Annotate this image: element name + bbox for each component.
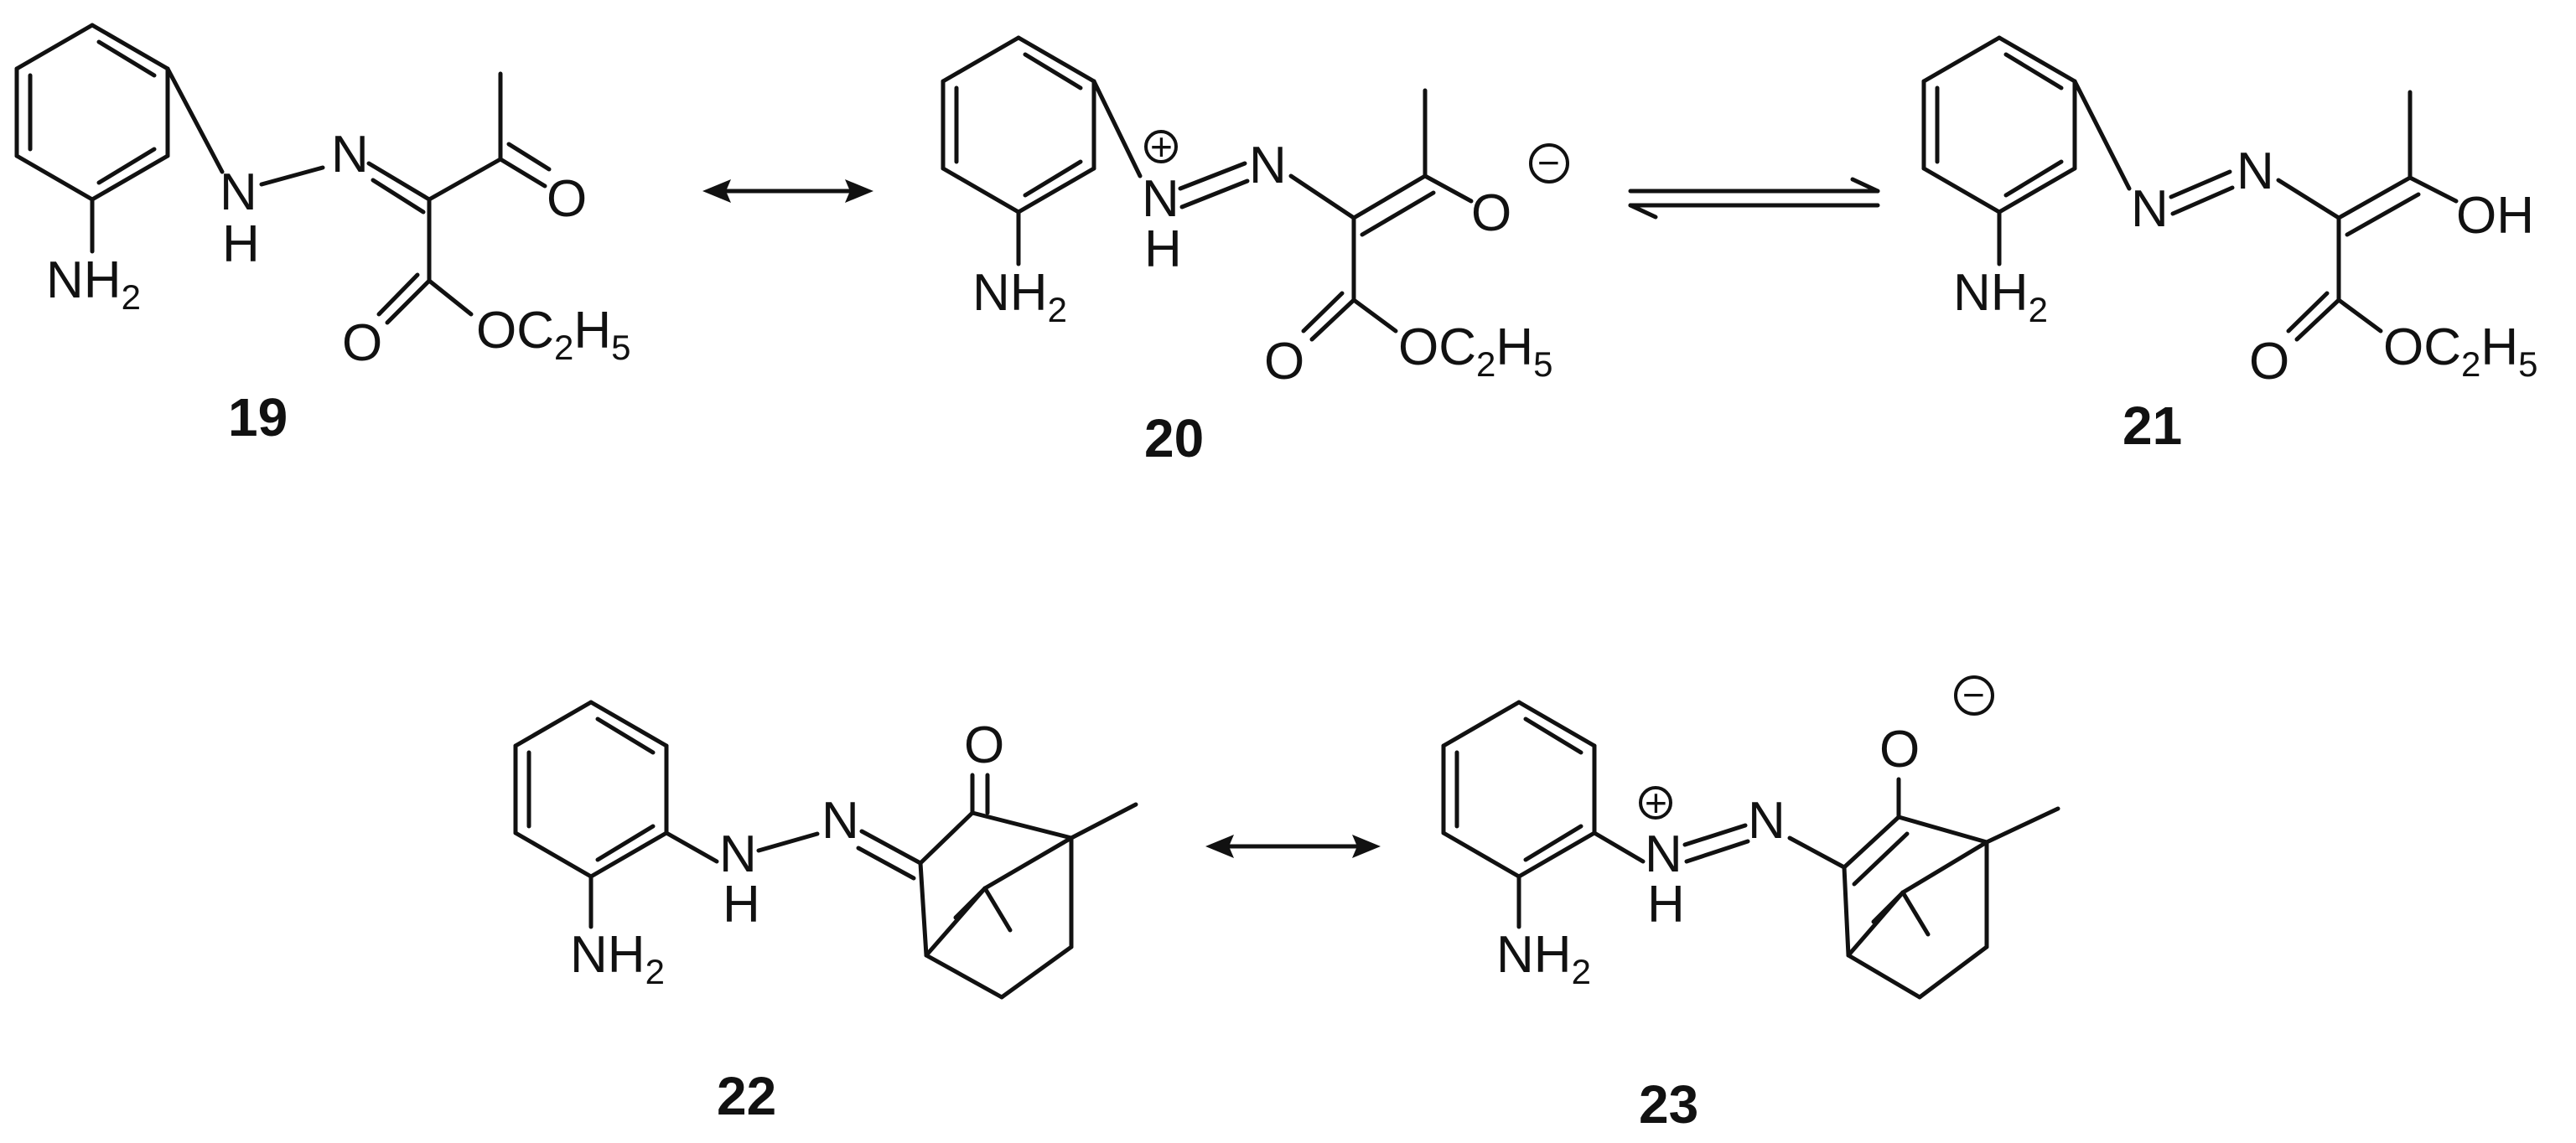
bond <box>1179 178 1250 209</box>
bond <box>859 829 923 866</box>
n-atom: N <box>2131 180 2169 238</box>
compound-label: 22 <box>717 1066 776 1126</box>
bond <box>1592 830 1646 864</box>
oh-group: OH <box>2456 187 2534 245</box>
svg-text:−: − <box>1537 141 1560 184</box>
bond <box>856 846 916 881</box>
bond <box>2286 291 2330 334</box>
bond <box>2336 297 2383 334</box>
plus-charge: + <box>1639 781 1672 825</box>
compound-20: NH2 + N H N O − O OC2H5 20 <box>941 35 1569 468</box>
resonance-arrow <box>1205 835 1381 858</box>
resonance-arrow <box>702 179 873 203</box>
bond <box>1309 297 1356 342</box>
bond <box>2169 169 2232 199</box>
bond <box>165 66 225 174</box>
n-atom: N <box>1748 792 1786 850</box>
oc2h5-group: OC2H5 <box>1398 318 1553 384</box>
n-atom: N <box>1142 170 1179 228</box>
minus-charge: − <box>1529 141 1569 184</box>
svg-text:−: − <box>1962 673 1985 716</box>
o-atom: O <box>547 170 587 228</box>
bond <box>259 165 325 187</box>
compound-21: NH2 N N OH O OC2H5 21 <box>1921 35 2538 456</box>
bicyclic-ring <box>918 802 1138 1000</box>
bond <box>385 278 432 325</box>
bond <box>366 161 432 202</box>
bond <box>371 178 426 215</box>
n-atom: N <box>331 126 369 184</box>
bond <box>1301 291 1345 334</box>
bond <box>2345 192 2421 237</box>
o-atom: O <box>342 314 382 372</box>
bond <box>756 831 820 853</box>
bond <box>498 157 547 189</box>
nh2-group: NH2 <box>1953 264 2048 329</box>
benzene-ring <box>941 35 1096 215</box>
nh2-group: NH2 <box>1496 926 1591 991</box>
benzene-ring <box>513 700 669 879</box>
compound-19: NH2 N H N O O OC2H5 19 <box>14 23 631 447</box>
bond <box>2336 175 2413 220</box>
compound-label: 21 <box>2122 396 2182 456</box>
compound-label: 19 <box>228 387 288 447</box>
o-atom: O <box>1879 721 1920 778</box>
benzene-ring <box>1441 700 1597 879</box>
bond <box>2276 178 2341 220</box>
h-atom: H <box>222 215 260 273</box>
bond <box>1423 173 1474 204</box>
bond <box>2408 175 2459 204</box>
nh2-group: NH2 <box>570 926 665 991</box>
n-atom: N <box>220 163 257 221</box>
bond <box>2294 297 2341 342</box>
bond <box>1288 173 1356 220</box>
n-atom: N <box>822 792 859 850</box>
bond <box>1351 297 1398 334</box>
h-atom: H <box>723 876 760 934</box>
bond <box>1351 173 1428 220</box>
benzene-ring <box>14 23 170 202</box>
bond <box>1091 79 1143 178</box>
bond <box>1787 835 1847 870</box>
oc2h5-group: OC2H5 <box>2383 318 2538 384</box>
minus-charge: − <box>1954 673 1994 716</box>
bond <box>376 272 420 317</box>
bond <box>1684 839 1750 864</box>
bond <box>2072 79 2132 191</box>
bond <box>2170 185 2235 216</box>
bicyclic-ring <box>1842 806 2060 1000</box>
benzene-ring <box>1921 35 2077 215</box>
bond <box>506 142 552 172</box>
nh2-group: NH2 <box>46 251 141 317</box>
compound-label: 23 <box>1639 1074 1698 1135</box>
bond <box>1178 161 1247 191</box>
compound-label: 20 <box>1144 408 1204 468</box>
o-atom: O <box>964 716 1004 774</box>
o-atom: O <box>2249 333 2289 390</box>
bond <box>1360 190 1436 237</box>
o-atom: O <box>1471 184 1511 242</box>
n-atom: N <box>1249 137 1287 194</box>
svg-text:+: + <box>1645 781 1667 825</box>
oc2h5-group: OC2H5 <box>476 302 631 367</box>
equilibrium-arrow <box>1628 177 1880 220</box>
bond <box>427 157 503 202</box>
h-atom: H <box>1647 876 1685 934</box>
compound-22: NH2 N H N O 22 <box>513 700 1138 1126</box>
nh2-group: NH2 <box>972 264 1067 329</box>
plus-charge: + <box>1144 125 1178 168</box>
n-atom: N <box>1645 825 1682 883</box>
bond <box>1682 823 1748 847</box>
bond <box>427 278 474 317</box>
compound-23: NH2 + N H N O − <box>1441 673 2060 1135</box>
bond <box>664 830 719 864</box>
n-atom: N <box>719 825 757 883</box>
n-atom: N <box>2237 142 2274 200</box>
svg-text:+: + <box>1150 125 1173 168</box>
h-atom: H <box>1144 220 1182 278</box>
o-atom: O <box>1264 333 1304 390</box>
